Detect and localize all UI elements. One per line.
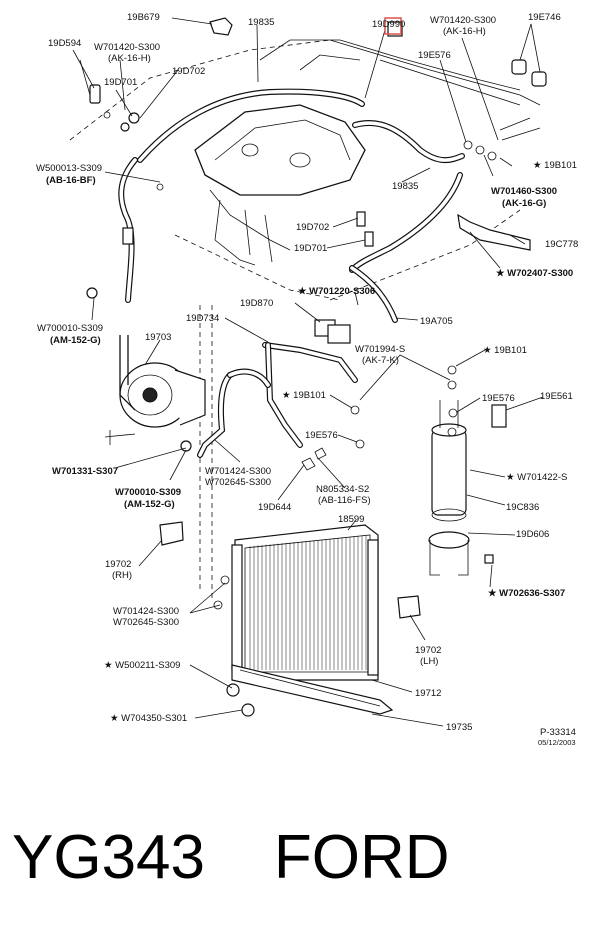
engine-valve-cover xyxy=(194,104,366,266)
label-ak16g: (AK-16-G) xyxy=(502,198,547,209)
label-19702-rh: 19702 xyxy=(105,559,132,570)
label-w701420-b: W701420-S300 xyxy=(430,15,497,26)
label-w702645-a: W702645-S300 xyxy=(205,477,272,488)
part-caption: YG343 FORD xyxy=(12,823,450,892)
label-w700010-a: W700010-S309 xyxy=(37,323,104,334)
label-ab116fs: (AB-116-FS) xyxy=(318,495,371,506)
label-19e576-b: 19E576 xyxy=(482,393,515,404)
label-w702636: ★ W702636-S307 xyxy=(488,588,566,599)
label-w702645-b: W702645-S300 xyxy=(113,617,180,628)
label-19a705: 19A705 xyxy=(420,316,453,327)
label-n805334: N805334-S2 xyxy=(316,484,370,495)
label-19c836: 19C836 xyxy=(506,502,540,513)
compressor-19703 xyxy=(119,335,206,428)
label-19835-top: 19835 xyxy=(248,17,275,28)
highlight-box xyxy=(384,17,402,35)
bracket-19735 xyxy=(231,664,394,715)
condenser-18599 xyxy=(231,524,379,681)
label-19712: 19712 xyxy=(415,688,442,699)
label-19d990: 19D990 xyxy=(372,19,406,30)
label-19735: 19735 xyxy=(446,722,473,733)
label-ab16bf: (AB-16-BF) xyxy=(46,175,96,186)
label-w701331: W701331-S307 xyxy=(52,466,119,477)
label-w701994: W701994-S xyxy=(355,344,406,355)
label-19d606: 19D606 xyxy=(516,529,550,540)
label-am152g-b: (AM-152-G) xyxy=(124,499,175,510)
leader-lines xyxy=(72,17,544,727)
label-w700010-b: W700010-S309 xyxy=(115,487,182,498)
label-19b101-c: ★ 19B101 xyxy=(282,390,326,401)
label-ak7k: (AK-7-K) xyxy=(362,355,399,366)
label-19d734: 19D734 xyxy=(186,313,220,324)
label-19e561: 19E561 xyxy=(540,391,573,402)
label-19e576-c: 19E576 xyxy=(305,430,338,441)
label-w702407: ★ W702407-S300 xyxy=(496,268,574,279)
label-19d594: 19D594 xyxy=(48,38,82,49)
label-ak16h-b: (AK-16-H) xyxy=(443,26,486,37)
label-w701424-a: W701424-S300 xyxy=(205,466,272,477)
label-19b101-a: ★ 19B101 xyxy=(533,160,577,171)
diagram-artwork xyxy=(69,17,547,727)
label-19d702-a: 19D702 xyxy=(172,66,206,77)
label-19d870: 19D870 xyxy=(240,298,274,309)
exploded-parts-diagram: 19B679 19835 19D594 W701420-S300 (AK-16-… xyxy=(36,12,579,747)
label-w701460: W701460-S300 xyxy=(491,186,558,197)
label-w701420-a: W701420-S300 xyxy=(94,42,161,53)
cowl-panel xyxy=(259,39,521,91)
label-19d702-b: 19D702 xyxy=(296,222,330,233)
label-ak16h-a: (AK-16-H) xyxy=(108,53,151,64)
label-w701424-b: W701424-S300 xyxy=(113,606,180,617)
label-w704350: ★ W704350-S301 xyxy=(110,713,188,724)
hose-19a705 xyxy=(349,265,398,323)
label-w500013: W500013-S309 xyxy=(36,163,103,174)
label-19e746: 19E746 xyxy=(528,12,561,23)
label-19d701-a: 19D701 xyxy=(104,77,138,88)
liquid-line-19d734 xyxy=(197,342,358,458)
label-am152g-a: (AM-152-G) xyxy=(50,335,101,346)
label-19c778: 19C778 xyxy=(545,239,579,250)
label-19b101-b: ★ 19B101 xyxy=(483,345,527,356)
label-w701422: ★ W701422-S xyxy=(506,472,568,483)
discharge-hose xyxy=(118,157,138,303)
label-19e576-a: 19E576 xyxy=(418,50,451,61)
label-19703: 19703 xyxy=(145,332,172,343)
label-19d644: 19D644 xyxy=(258,502,292,513)
label-date: 05/12/2003 xyxy=(538,738,576,747)
label-p33314: P-33314 xyxy=(540,727,576,738)
label-19d701-b: 19D701 xyxy=(294,243,328,254)
label-rh: (RH) xyxy=(112,570,133,581)
label-19b679: 19B679 xyxy=(127,12,160,23)
label-19835-mid: 19835 xyxy=(392,181,419,192)
small-parts xyxy=(79,17,547,717)
suction-hose-19835 xyxy=(137,88,465,273)
label-19702-lh: 19702 xyxy=(415,645,442,656)
label-lh: (LH) xyxy=(420,656,439,667)
engine-compartment-outline xyxy=(69,39,541,600)
label-w701220: ★ W701220-S306 xyxy=(298,286,376,297)
label-18599: 18599 xyxy=(338,514,365,525)
label-w500211: ★ W500211-S309 xyxy=(104,660,181,671)
receiver-dryer-19c836 xyxy=(428,400,470,576)
